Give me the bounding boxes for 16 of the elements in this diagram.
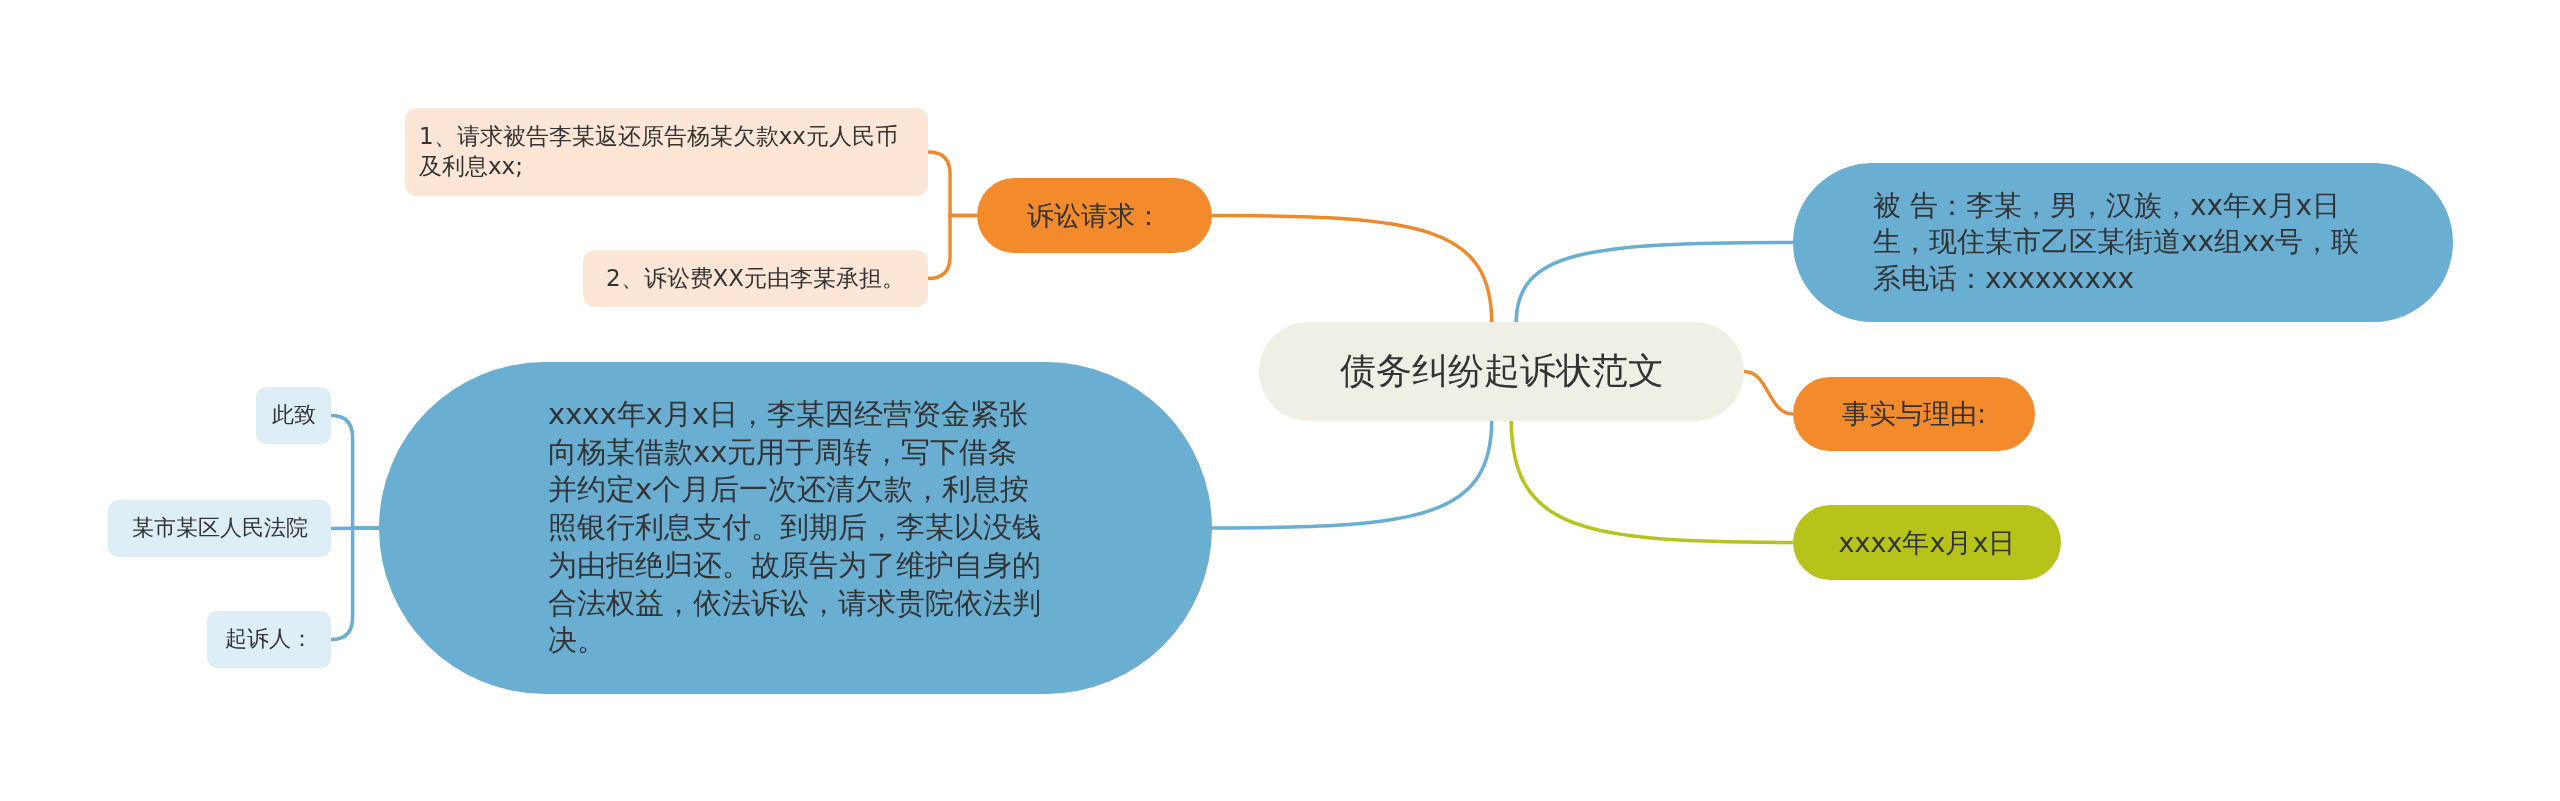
item-box: 某市某区人民法院: [108, 500, 331, 557]
item-box: 起诉人：: [207, 611, 331, 668]
connector-line: [1743, 369, 1794, 416]
item-box: 此致: [256, 387, 331, 444]
connector-line: [1212, 418, 1494, 530]
connector-line: [1514, 240, 1793, 325]
connector-line: [1212, 213, 1494, 325]
topic-box: xxxx年x月x日，李某因经营资金紧张向杨某借款xx元用于周转，写下借条并约定x个月后一次还清欠款，利息按照银行利息支付。到期后，李某以没钱为由拒绝归还。故原告为了维护自身的合法权益，依法诉讼，请求贵院依法判决。: [379, 362, 1212, 694]
topic-box: 事实与理由:: [1793, 377, 2035, 451]
item-box: 2、诉讼费XX元由李某承担。: [583, 250, 928, 307]
topic-box: 债务纠纷起诉状范文: [1259, 322, 1744, 421]
topic-box: 被 告：李某，男，汉族，xx年x月x日生，现住某市乙区某街道xx组xx号，联系电话：xxxxxxxxx: [1793, 163, 2453, 322]
topic-box: 诉讼请求：: [977, 178, 1212, 253]
item-box: 1、请求被告李某返还原告杨某欠款xx元人民币及利息xx;: [405, 108, 928, 196]
topic-box: xxxx年x月x日: [1793, 505, 2061, 580]
connector-line: [1509, 418, 1793, 545]
